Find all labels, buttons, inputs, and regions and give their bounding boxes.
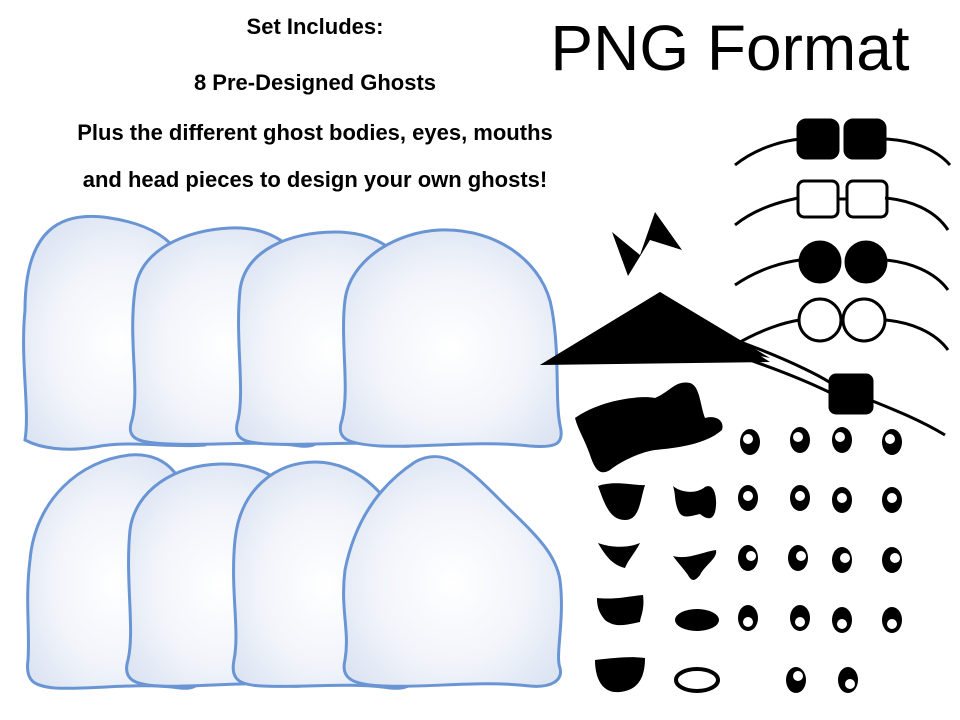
mouth-4 <box>673 550 717 580</box>
ghost-bodies-bottom-row <box>25 453 563 690</box>
ghost-bodies-top-row <box>22 214 563 451</box>
mouth-2 <box>673 486 717 519</box>
eye-row-2 <box>738 485 902 513</box>
eye-row-5 <box>786 667 858 693</box>
mouth-1 <box>598 483 645 520</box>
mouth-5 <box>597 595 644 626</box>
mouth-8 <box>674 667 720 693</box>
eyes <box>738 427 902 693</box>
headpieces <box>540 212 770 473</box>
bow-tie-icon <box>612 212 682 276</box>
mouth-6 <box>675 609 719 631</box>
description-line-2: and head pieces to design your own ghost… <box>82 167 548 192</box>
description-line-1: Plus the different ghost bodies, eyes, m… <box>77 120 553 145</box>
witch-hat-shape-icon <box>540 292 770 365</box>
square-open-glasses-icon <box>734 179 950 231</box>
format-title: PNG Format <box>550 12 910 84</box>
glasses-set <box>734 118 952 437</box>
pre-designed-count: 8 Pre-Designed Ghosts <box>193 70 437 95</box>
top-hat-icon <box>575 382 723 473</box>
mouths <box>595 483 720 693</box>
mouth-3 <box>598 543 640 568</box>
round-open-glasses-icon <box>734 297 950 351</box>
mouth-7 <box>595 657 645 693</box>
square-filled-glasses-icon <box>734 118 952 167</box>
ghost-body-8 <box>342 455 563 688</box>
eye-row-1 <box>740 427 902 455</box>
eye-row-4 <box>738 605 902 633</box>
ghost-body-4 <box>338 228 563 448</box>
set-includes-heading: Set Includes: <box>246 14 384 39</box>
round-filled-glasses-icon <box>734 240 950 291</box>
eyepatch-icon <box>734 338 946 437</box>
eye-row-3 <box>738 545 902 573</box>
